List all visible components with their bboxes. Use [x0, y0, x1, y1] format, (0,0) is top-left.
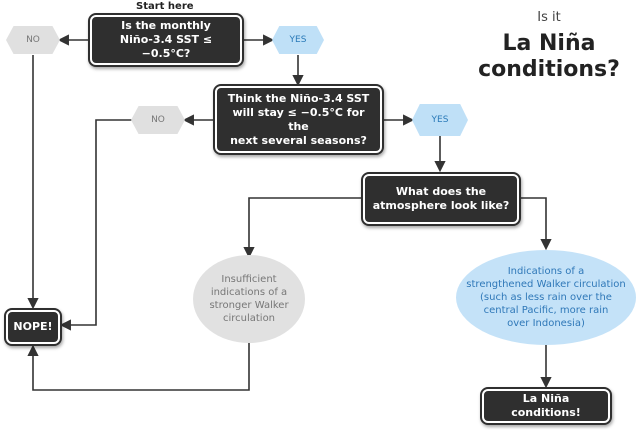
q2-line-3: next several seasons? — [230, 133, 367, 147]
indications-line-4: central Pacific, more rain — [483, 305, 609, 316]
start-label: Start here — [136, 1, 194, 12]
insufficient-indications-ellipse: Insufficient indications of a stronger W… — [193, 255, 305, 343]
yes-diamond-1: YES — [272, 26, 324, 54]
indications-line-3: (such as less rain over the — [480, 292, 612, 303]
nope-box: NOPE! — [6, 310, 60, 344]
yes-label-2: YES — [431, 115, 449, 125]
question-sst-stay: Think the Niño-3.4 SST will stay ≤ −0.5°… — [215, 86, 382, 153]
insufficient-line-3: stronger Walker — [209, 300, 289, 311]
q2-line-1: Think the Niño-3.4 SST — [227, 91, 370, 105]
strengthened-walker-ellipse: Indications of a strengthened Walker cir… — [456, 250, 636, 345]
yes-diamond-2: YES — [412, 104, 468, 136]
yes-label-1: YES — [289, 35, 307, 45]
no-diamond-2: NO — [131, 106, 185, 134]
indications-line-1: Indications of a — [507, 266, 585, 277]
no-label-2: NO — [151, 115, 165, 125]
arrow-no2-to-nope — [59, 119, 133, 331]
title-main: La Niña conditions? — [469, 31, 629, 83]
question-atmosphere: What does the atmosphere look like? — [363, 174, 519, 224]
title-line-la-nina: La Niña — [502, 31, 596, 56]
arrow-q3-to-indications — [519, 197, 552, 251]
indications-line-2: strengthened Walker circulation — [466, 279, 626, 290]
indications-line-5: over Indonesia) — [507, 318, 585, 329]
question-monthly-sst: Is the monthly Niño-3.4 SST ≤ −0.5°C? — [90, 15, 242, 65]
title-line-conditions: conditions? — [478, 57, 620, 82]
q2-line-2: will stay ≤ −0.5°C for the — [232, 105, 365, 133]
insufficient-line-2: indications of a — [210, 287, 288, 298]
arrow-q3-to-insufficient — [243, 197, 363, 259]
arrow-insufficient-to-nope — [27, 343, 250, 391]
no-label-1: NO — [26, 35, 40, 45]
q1-line-2: Niño-3.4 SST ≤ −0.5°C? — [119, 33, 213, 60]
la-nina-result-box: La Niña conditions! — [482, 389, 610, 423]
insufficient-line-4: circulation — [222, 313, 276, 324]
title-prefix: Is it — [537, 10, 561, 25]
q3-line-1: What does the — [395, 185, 487, 198]
q1-line-1: Is the monthly — [121, 19, 211, 32]
insufficient-line-1: Insufficient — [221, 274, 277, 285]
q3-line-2: atmosphere look like? — [372, 199, 510, 212]
no-diamond-1: NO — [6, 26, 60, 54]
